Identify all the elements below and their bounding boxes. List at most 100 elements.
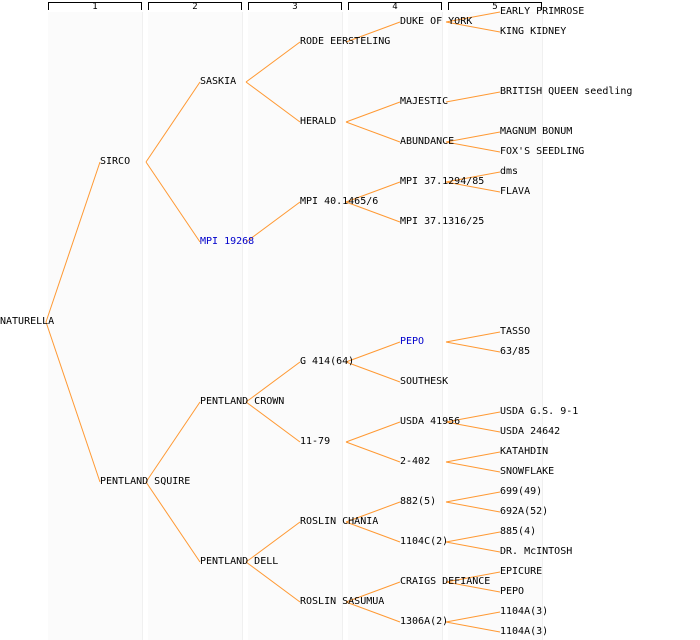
node-1104c-2: 1104C(2) — [400, 536, 449, 547]
node-pepo: PEPO — [500, 586, 525, 597]
column-header-4: 4 — [348, 0, 442, 12]
node-mpi-37-1316-25: MPI 37.1316/25 — [400, 216, 485, 227]
connector-line — [445, 611, 501, 623]
column-number: 2 — [192, 2, 198, 12]
column-4-band — [348, 12, 443, 640]
node-british-queen-seedling: BRITISH QUEEN seedling — [500, 86, 633, 97]
column-bracket — [248, 2, 342, 10]
connector-line — [445, 451, 501, 463]
node-magnum-bonum: MAGNUM BONUM — [500, 126, 573, 137]
connector-line — [345, 361, 401, 383]
column-number: 3 — [292, 2, 298, 12]
node-epicure: EPICURE — [500, 566, 543, 577]
column-3-band — [248, 12, 343, 640]
connector-line — [445, 11, 501, 23]
connector-line — [445, 581, 501, 593]
connector-line — [445, 141, 501, 153]
connector-line — [245, 401, 301, 443]
connector-line — [345, 601, 401, 623]
node-1104a-3: 1104A(3) — [500, 606, 549, 617]
column-header-1: 1 — [48, 0, 142, 12]
connector-line — [45, 161, 101, 323]
node-mpi-37-1294-85: MPI 37.1294/85 — [400, 176, 485, 187]
connector-line — [245, 561, 301, 603]
node-fox-s-seedling: FOX'S SEEDLING — [500, 146, 585, 157]
column-bracket — [48, 2, 142, 10]
connector-line — [345, 341, 401, 363]
column-2-band — [148, 12, 243, 640]
node-southesk: SOUTHESK — [400, 376, 449, 387]
column-number: 5 — [492, 2, 498, 12]
node-mpi-19268[interactable]: MPI 19268 — [200, 236, 255, 247]
node-pepo[interactable]: PEPO — [400, 336, 425, 347]
node-pentland-dell: PENTLAND DELL — [200, 556, 279, 567]
node-majestic: MAJESTIC — [400, 96, 449, 107]
connector-line — [145, 481, 201, 563]
column-5-band — [448, 12, 543, 640]
column-header-5: 5 — [448, 0, 542, 12]
node-early-primrose: EARLY PRIMROSE — [500, 6, 585, 17]
node-usda-41956: USDA 41956 — [400, 416, 461, 427]
connector-line — [345, 501, 401, 523]
connector-line — [245, 41, 301, 83]
node-699-49: 699(49) — [500, 486, 543, 497]
connector-line — [245, 201, 301, 243]
connector-line — [445, 621, 501, 633]
node-11-79: 11-79 — [300, 436, 331, 447]
connector-line — [345, 441, 401, 463]
node-1104a-3: 1104A(3) — [500, 626, 549, 637]
node-usda-g-s-9-1: USDA G.S. 9-1 — [500, 406, 579, 417]
node-saskia: SASKIA — [200, 76, 237, 87]
column-bracket — [348, 2, 442, 10]
column-bracket — [148, 2, 242, 10]
column-header-2: 2 — [148, 0, 242, 12]
connector-line — [345, 201, 401, 223]
column-number: 4 — [392, 2, 398, 12]
node-dms: dms — [500, 166, 519, 177]
node-snowflake: SNOWFLAKE — [500, 466, 555, 477]
node-mpi-40-1465-6: MPI 40.1465/6 — [300, 196, 379, 207]
node-katahdin: KATAHDIN — [500, 446, 549, 457]
node-2-402: 2-402 — [400, 456, 431, 467]
node-692a-52: 692A(52) — [500, 506, 549, 517]
node-craigs-defiance: CRAIGS DEFIANCE — [400, 576, 491, 587]
column-bracket — [448, 2, 542, 10]
node-king-kidney: KING KIDNEY — [500, 26, 567, 37]
connector-line — [245, 521, 301, 563]
connector-line — [445, 541, 501, 553]
node-herald: HERALD — [300, 116, 337, 127]
node-sirco: SIRCO — [100, 156, 131, 167]
node-882-5: 882(5) — [400, 496, 437, 507]
node-885-4: 885(4) — [500, 526, 537, 537]
connector-line — [445, 341, 501, 353]
connector-line — [445, 411, 501, 423]
node-usda-24642: USDA 24642 — [500, 426, 561, 437]
connector-line — [445, 571, 501, 583]
node-duke-of-york: DUKE OF YORK — [400, 16, 473, 27]
connector-line — [445, 531, 501, 543]
connector-line — [445, 491, 501, 503]
connector-line — [345, 181, 401, 203]
node-g-414-64: G 414(64) — [300, 356, 355, 367]
node-63-85: 63/85 — [500, 346, 531, 357]
node-1306a-2: 1306A(2) — [400, 616, 449, 627]
connector-line — [345, 521, 401, 543]
connector-line — [145, 161, 201, 243]
connector-line — [445, 501, 501, 513]
node-naturella: NATURELLA — [0, 316, 55, 327]
connector-line — [445, 91, 501, 103]
connector-line — [345, 101, 401, 123]
connector-line — [345, 421, 401, 443]
node-roslin-chania: ROSLIN CHANIA — [300, 516, 379, 527]
connector-line — [445, 131, 501, 143]
connector-line — [45, 321, 101, 483]
connector-line — [145, 81, 201, 163]
connector-line — [445, 461, 501, 473]
connector-line — [145, 401, 201, 483]
column-1-band — [48, 12, 143, 640]
node-dr-mcintosh: DR. McINTOSH — [500, 546, 573, 557]
node-abundance: ABUNDANCE — [400, 136, 455, 147]
connector-line — [445, 171, 501, 183]
